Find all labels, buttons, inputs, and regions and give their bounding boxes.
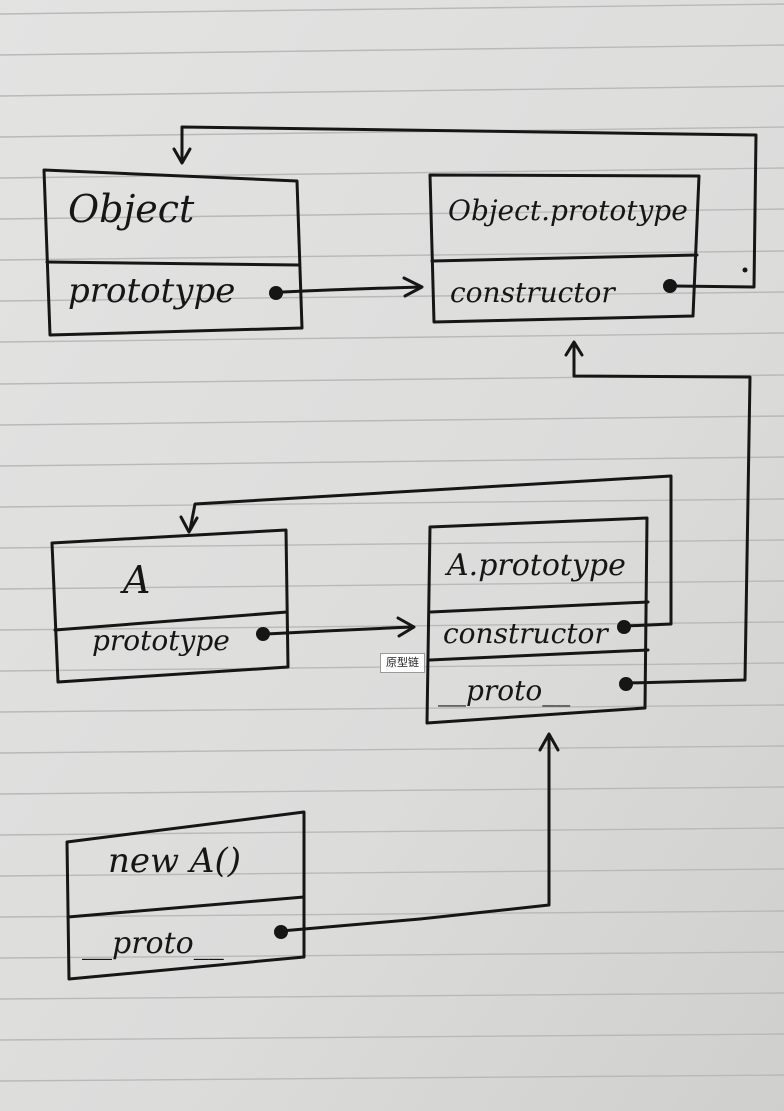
object-prototype-title: Object.prototype	[448, 194, 688, 227]
a-box-outline	[50, 528, 290, 684]
image-tooltip: 原型链	[380, 653, 425, 673]
object-box-divider	[45, 260, 301, 267]
a-prototype-box-divider-2	[428, 648, 650, 662]
a-prototype-field-proto: __proto__	[438, 674, 570, 707]
a-prototype-title: A.prototype	[444, 548, 626, 583]
object-prototype-box-outline	[428, 173, 701, 324]
arrow-object-prototype-constructor-to-object	[172, 125, 758, 289]
new-a-box	[65, 810, 306, 981]
pointer-dots	[256, 267, 748, 939]
arrow-new-a-proto-to-a-prototype	[279, 732, 560, 933]
object-field-prototype: prototype	[68, 271, 235, 311]
a-prototype-constructor-dot	[617, 620, 631, 634]
new-a-box-divider	[66, 895, 306, 919]
a-prototype-proto-dot	[619, 677, 633, 691]
ruled-lines	[0, 3, 784, 1082]
a-box-divider	[53, 610, 289, 632]
a-prototype-box-outline	[425, 516, 649, 725]
arrow-a-prototype-to-a-prototype	[264, 616, 416, 638]
new-a-proto-dot	[274, 925, 288, 939]
a-prototype-dot	[256, 627, 270, 641]
object-prototype-field-constructor: constructor	[450, 276, 616, 309]
object-prototype-box	[428, 173, 701, 324]
object-prototype-dot	[269, 286, 283, 300]
a-prototype-box	[425, 516, 650, 725]
new-a-title: new A()	[108, 841, 241, 881]
arrow-object-prototype-to-object-prototype	[281, 276, 424, 298]
a-field-prototype: prototype	[92, 624, 230, 657]
new-a-box-outline	[65, 810, 306, 981]
new-a-field-proto: __proto__	[82, 926, 224, 961]
stray-ink-dot	[742, 267, 748, 273]
a-prototype-field-constructor: constructor	[443, 617, 609, 650]
object-box-outline	[42, 168, 304, 337]
object-prototype-constructor-dot	[663, 279, 677, 293]
object-title: Object	[68, 187, 195, 231]
object-box	[42, 168, 304, 337]
a-prototype-box-divider-1	[429, 600, 650, 614]
object-prototype-box-divider	[430, 253, 699, 263]
a-box	[50, 528, 290, 684]
arrow-a-prototype-proto-to-object-prototype	[564, 340, 752, 685]
a-title: A	[120, 558, 150, 602]
arrow-a-prototype-constructor-to-a	[179, 474, 673, 628]
